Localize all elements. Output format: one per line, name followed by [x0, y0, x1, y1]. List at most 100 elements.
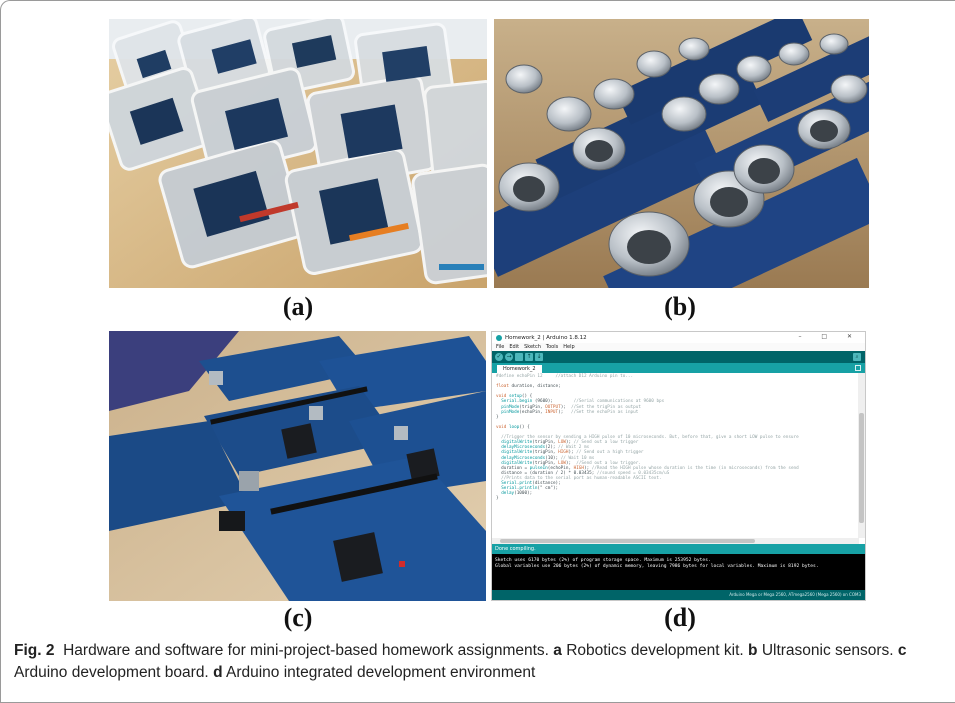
code-token: pinMode — [501, 404, 520, 410]
editor-horizontal-scrollbar[interactable] — [492, 538, 859, 544]
ide-tabbar: Homework_2 — [492, 363, 865, 373]
code-token: delayMicroseconds — [501, 455, 546, 461]
save-file-icon[interactable]: ↓ — [535, 353, 543, 361]
code-token: //Set the trigPin as output — [571, 404, 641, 410]
code-token: // Send out a low trigger — [573, 440, 639, 446]
code-token: //Trigger the sensor by sending a HIGH p… — [496, 435, 799, 441]
code-token: // Send out a high trigger — [576, 450, 644, 456]
code-token: //Send out a low trigger. — [576, 460, 641, 466]
code-line: delayMicroseconds(2); // Wait 2 ms — [496, 445, 855, 450]
code-token: delay — [501, 491, 515, 497]
code-line: Serial.begin (9600); //Serial communicat… — [496, 399, 855, 404]
code-token: #define echoPin 12 //attach D12 Arduino … — [496, 374, 634, 379]
code-token: LOW — [558, 440, 566, 446]
code-line: Serial.print(distance); — [496, 481, 855, 486]
console-line: Sketch uses 6170 bytes (2%) of program s… — [495, 558, 711, 563]
menu-sketch[interactable]: Sketch — [524, 344, 541, 350]
figure-caption: Fig. 2 Hardware and software for mini-pr… — [14, 640, 949, 684]
code-token: (2); — [545, 445, 559, 451]
code-token: (trigPin, — [519, 404, 546, 410]
window-title: Homework_2 | Arduino 1.8.12 — [505, 334, 587, 341]
verify-icon[interactable]: ✓ — [495, 353, 503, 361]
code-token: distance = (duration / 2) * 0.03435; — [496, 470, 597, 476]
arduino-logo-icon — [496, 334, 502, 341]
ide-menubar: File Edit Sketch Tools Help — [492, 343, 865, 351]
code-token: (distance); — [532, 480, 561, 486]
caption-part-text: Arduino integrated development environme… — [225, 664, 536, 681]
code-token: ); — [583, 465, 592, 471]
caption-part-letter: d — [213, 664, 223, 681]
code-token: Serial — [501, 399, 517, 405]
code-token: . — [516, 486, 520, 492]
code-token: duration = — [496, 465, 530, 471]
code-line: float duration, distance; — [496, 384, 855, 389]
code-token: } — [496, 414, 499, 420]
code-token: (10); — [545, 455, 561, 461]
serial-monitor-icon[interactable]: ⌕ — [853, 353, 861, 361]
code-token: void — [496, 394, 507, 400]
board-port-status: Arduino Mega or Mega 2560, ATmega2560 (M… — [492, 590, 865, 600]
code-token: (trigPin, — [532, 460, 559, 466]
panel-label-a: (a) — [282, 292, 314, 321]
code-line: digitalWrite(trigPin, LOW); //Send out a… — [496, 461, 855, 466]
code-token: (1000); — [514, 491, 533, 497]
code-token: OUTPUT — [545, 404, 561, 410]
code-token: . — [516, 480, 520, 486]
code-token: (trigPin, — [532, 450, 559, 456]
panel-label-b: (b) — [664, 292, 696, 321]
caption-part-text: Arduino development board. — [14, 664, 209, 681]
code-token: ); — [565, 440, 574, 446]
menu-tools[interactable]: Tools — [545, 344, 559, 350]
code-line: #define echoPin 12 //attach D12 Arduino … — [496, 374, 855, 379]
photo-arduino-boards — [109, 331, 486, 601]
code-editor[interactable]: #define echoPin 12 //attach D12 Arduino … — [492, 373, 859, 538]
code-token: INPUT — [545, 409, 559, 415]
code-token: HIGH — [573, 465, 584, 471]
code-token: //Prints data to the serial port as huma… — [496, 475, 662, 481]
caption-part-letter: c — [897, 642, 907, 659]
code-token: pinMode — [501, 409, 520, 415]
tab-homework-2[interactable]: Homework_2 — [497, 365, 542, 373]
code-token: (echoPin, — [519, 409, 546, 415]
menu-file[interactable]: File — [496, 344, 505, 350]
tab-menu-icon[interactable] — [855, 365, 861, 371]
ide-titlebar: Homework_2 | Arduino 1.8.12 – □ ✕ — [492, 332, 865, 343]
code-token: //Read the HIGH pulse whose duration is … — [591, 465, 799, 471]
code-token: digitalWrite — [501, 450, 533, 456]
code-line: void loop() { — [496, 425, 855, 430]
code-line: //Prints data to the serial port as huma… — [496, 476, 855, 481]
code-token: pulseIn — [529, 465, 548, 471]
code-token: // Wait 10 ms — [560, 455, 595, 461]
caption-part-letter: b — [748, 642, 758, 659]
code-token: LOW — [558, 460, 566, 466]
code-token: //sound speed = 0.03435cm/uS — [596, 470, 670, 476]
code-token: //Serial communications at 9600 bps — [573, 399, 665, 405]
code-token: setup — [508, 394, 522, 400]
code-token: ); — [558, 409, 572, 415]
kit-contents — [129, 35, 484, 270]
open-file-icon[interactable]: ↑ — [525, 353, 533, 361]
code-token: loop — [508, 424, 520, 430]
code-line: delay(1000); — [496, 491, 855, 496]
code-token: (trigPin, — [532, 440, 559, 446]
code-line: void setup() { — [496, 394, 855, 399]
code-line: digitalWrite(trigPin, LOW); // Send out … — [496, 440, 855, 445]
code-line: Serial.println(" cm"); — [496, 486, 855, 491]
upload-icon[interactable]: → — [505, 353, 513, 361]
photo-robotics-kit — [109, 19, 487, 288]
menu-help[interactable]: Help — [563, 344, 575, 350]
code-token: begin — [519, 399, 533, 405]
code-token: () { — [519, 424, 530, 430]
code-token: duration, distance; — [508, 384, 561, 390]
menu-edit[interactable]: Edit — [509, 344, 520, 350]
new-file-icon[interactable] — [515, 353, 523, 361]
code-line: distance = (duration / 2) * 0.03435; //s… — [496, 471, 855, 476]
window-controls[interactable]: – □ ✕ — [798, 333, 861, 340]
code-token: Serial — [501, 480, 517, 486]
code-token: //Set the echoPin as input — [571, 409, 639, 415]
caption-label: Fig. 2 — [14, 642, 55, 659]
sensor-mesh — [513, 120, 838, 264]
editor-vertical-scrollbar[interactable] — [858, 373, 865, 538]
code-line: duration = pulseIn(echoPin, HIGH); //Rea… — [496, 466, 855, 471]
code-token: } — [496, 496, 499, 502]
